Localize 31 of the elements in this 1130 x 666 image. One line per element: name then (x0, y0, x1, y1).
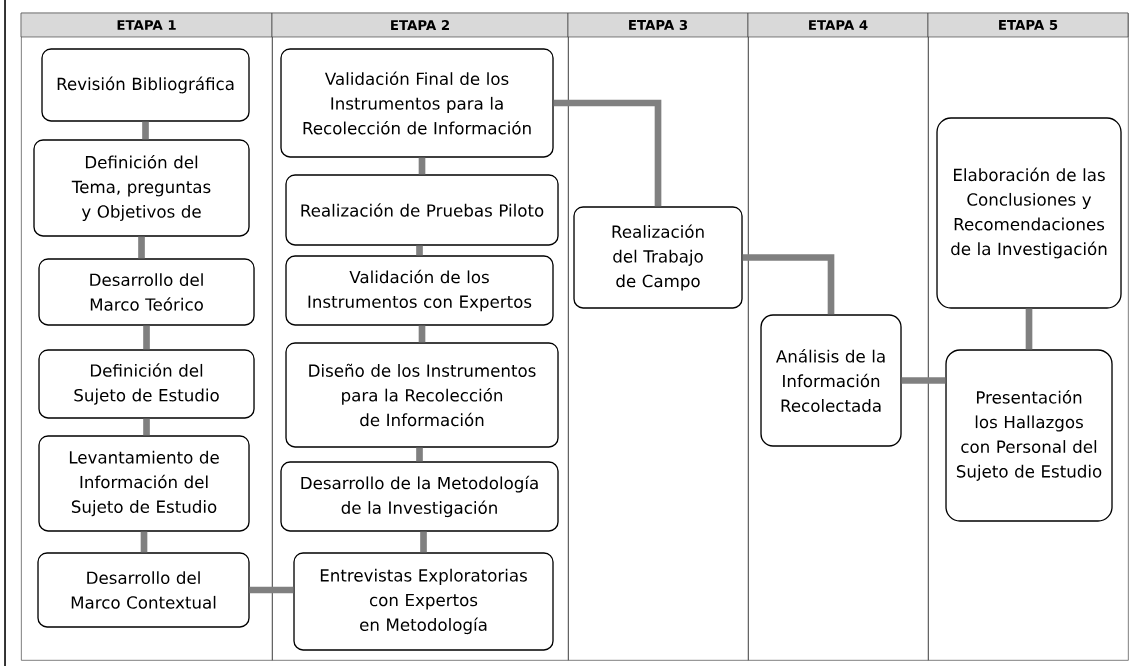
connector-line (901, 377, 946, 384)
process-box: Análisis de la Información Recolectada (760, 314, 902, 447)
connector-line (742, 254, 835, 315)
process-box: Realización de Pruebas Piloto (285, 174, 559, 246)
connector-line (138, 236, 145, 259)
connector-line (143, 418, 150, 436)
connector-line (418, 157, 426, 175)
connector-line (140, 531, 148, 553)
process-box: Desarrollo de la Metodología de la Investigación (280, 461, 559, 532)
connector-line (418, 325, 426, 343)
process-box: Validación Final de los Instrumentos para la Recolección de Información (280, 48, 554, 158)
process-box: Desarrollo del Marco Teórico (38, 258, 255, 326)
connector-line (416, 447, 423, 462)
connector-line (142, 121, 149, 140)
process-box: Revisión Bibliográfica (41, 48, 250, 122)
process-box: Validación de los Instrumentos con Expertos (285, 255, 554, 326)
process-box: Presentación los Hallazgos con Personal del Sujeto de Estudio (945, 349, 1113, 522)
process-box: Desarrollo del Marco Contextual (37, 552, 250, 628)
connector-line (143, 325, 150, 350)
process-box: Levantamiento de Información del Sujeto de Estudio (38, 435, 250, 532)
connector-line (1025, 308, 1033, 350)
connector-line (420, 531, 427, 553)
process-box: Elaboración de las Conclusiones y Recomendaciones de la Investigación (936, 117, 1122, 309)
process-box: Entrevistas Exploratorias con Expertos en Metodología (293, 552, 554, 651)
process-box: Definición del Sujeto de Estudio (38, 349, 255, 419)
process-box: Definición del Tema, preguntas y Objetivos de (33, 139, 250, 237)
connector-line (416, 245, 423, 256)
process-box: Diseño de los Instrumentos para la Recolección de Información (285, 342, 559, 448)
connector-line (553, 99, 662, 207)
connector-line (249, 586, 294, 594)
process-box: Realización del Trabajo de Campo (573, 206, 743, 309)
